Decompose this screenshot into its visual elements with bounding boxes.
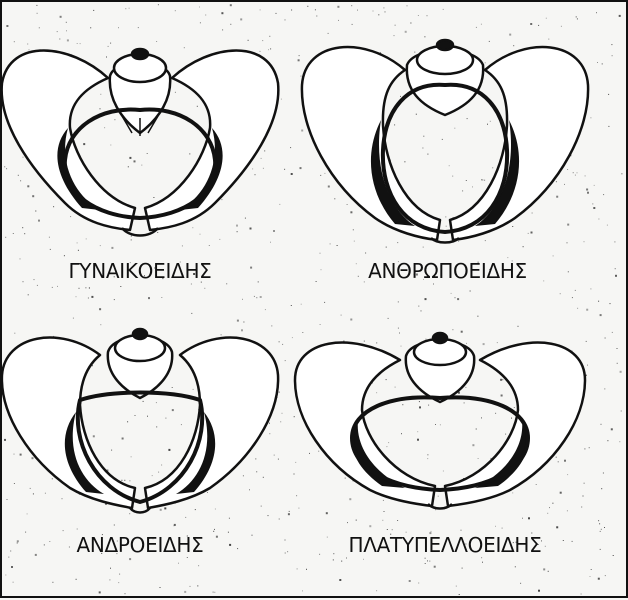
pelvis-types-figure: ΓΥΝΑΙΚΟΕΙΔΗΣ ΑΝΘΡΩΠΟΕΙΔΗΣ ΑΝΔΡΟΕΙΔΗΣ ΠΛΑ… xyxy=(0,0,628,600)
figure-border xyxy=(0,0,628,598)
